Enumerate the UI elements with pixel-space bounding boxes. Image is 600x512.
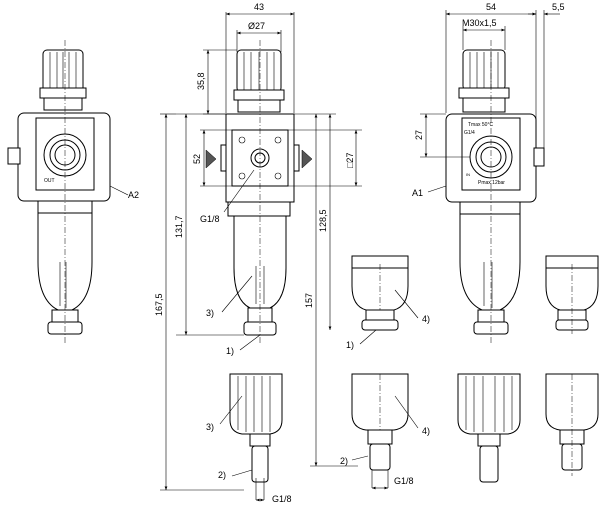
tmax-label: Tmax 50°C: [468, 122, 493, 128]
dim-height-131-7: 131,7: [174, 215, 184, 238]
dim-square-27: □27: [345, 153, 355, 168]
bowl-variant-upper: [351, 255, 409, 331]
dim-height-128-5: 128,5: [318, 209, 328, 232]
callout-3-upper: 3): [206, 308, 214, 318]
dim-height-167-5: 167,5: [154, 293, 164, 316]
callout-a1: A1: [412, 188, 423, 198]
port-label-g18-right: G1/8: [394, 476, 414, 486]
callout-1-middle: 1): [226, 346, 234, 356]
dim-width-43: 43: [254, 2, 264, 12]
callout-4-upper: 4): [422, 314, 430, 324]
dim-height-27: 27: [414, 130, 424, 140]
port-label-g18-bottom: G1/8: [272, 494, 292, 504]
bowl-variant-manual: [229, 373, 283, 502]
dim-dia-27: Ø27: [248, 21, 265, 31]
dim-side-5-5: 5,5: [552, 2, 565, 12]
rear-view-unit: Tmax 50°C G1/4 Pmax 12bar IN: [445, 40, 545, 345]
right-dimensions: 54 5,5 M30x1,5 27: [414, 2, 565, 158]
dim-height-52: 52: [192, 154, 202, 164]
callout-4-lower: 4): [422, 426, 430, 436]
pmax-label: Pmax 12bar: [478, 180, 505, 186]
dim-width-54: 54: [486, 2, 496, 12]
bowl-variant-lower: [351, 373, 409, 490]
callout-2-middle: 2): [218, 470, 226, 480]
dim-thread-m30: M30x1,5: [462, 18, 497, 28]
callout-3-lower: 3): [206, 422, 214, 432]
bowl-variant-lower-manual: [457, 373, 521, 483]
bowl-variant-far-right-lower: [545, 373, 599, 476]
callout-1-right: 1): [346, 340, 354, 350]
port-label-g18-side: G1/8: [200, 214, 220, 224]
out-label: OUT: [44, 178, 55, 184]
in-label: IN: [466, 172, 470, 177]
g14-label: G1/4: [464, 130, 475, 136]
bowl-variant-far-right-upper: [545, 255, 599, 334]
callout-a2: A2: [128, 190, 139, 200]
side-view-unit: [205, 40, 313, 345]
dim-height-35-8: 35,8: [196, 72, 206, 90]
callout-2-right: 2): [340, 456, 348, 466]
middle-dimensions: 43 Ø27 35,8 52 □27 131,7 128,5 167,5 157: [154, 2, 362, 491]
dim-height-157: 157: [304, 293, 314, 308]
front-view-unit: OUT: [7, 40, 111, 345]
